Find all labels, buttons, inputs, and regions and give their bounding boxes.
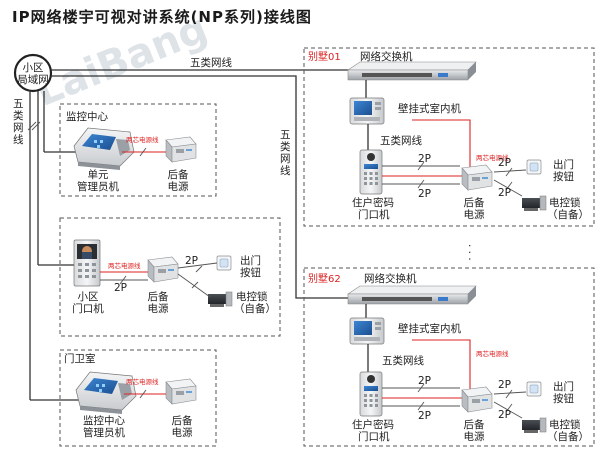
- lan-label-line2: 局域网: [17, 73, 49, 86]
- svg-text:管理员机: 管理员机: [83, 426, 125, 439]
- lan-circle: [13, 53, 53, 93]
- electric-lock-icon: [521, 417, 547, 434]
- svg-text:出门: 出门: [553, 380, 574, 393]
- svg-text:后备: 后备: [172, 414, 193, 427]
- svg-text:类: 类: [280, 140, 291, 153]
- svg-text:两芯电源线: 两芯电源线: [476, 153, 509, 162]
- network-switch-icon: [347, 285, 477, 305]
- password-doorphone-icon: [359, 371, 383, 417]
- svg-text:后备: 后备: [464, 196, 485, 209]
- villa-name: 别墅01: [308, 51, 341, 63]
- entrance-section: 两芯电源线 2P 2P 小区 门口机 后备 电源 出门 按钮 电控锁 （自备）: [59, 217, 281, 337]
- power-wire-label: 两芯电源线: [108, 261, 141, 270]
- electric-lock-icon: [521, 195, 547, 212]
- svg-text:五类网线: 五类网线: [382, 354, 424, 367]
- svg-text:电源: 电源: [168, 180, 189, 193]
- cable-label-top: 五类网线: [190, 56, 232, 69]
- svg-text:电控锁: 电控锁: [236, 290, 268, 303]
- svg-text:网: 网: [280, 153, 291, 165]
- svg-text:监控中心: 监控中心: [83, 414, 125, 427]
- svg-text:门口机: 门口机: [72, 302, 104, 315]
- svg-text:后备: 后备: [464, 418, 485, 431]
- svg-text:门口机: 门口机: [358, 208, 390, 221]
- svg-text:出门: 出门: [240, 254, 261, 267]
- svg-text:后备: 后备: [148, 290, 169, 303]
- svg-text:按钮: 按钮: [553, 392, 574, 405]
- svg-text:网: 网: [13, 122, 24, 134]
- svg-text:按钮: 按钮: [553, 170, 574, 183]
- svg-text:门口机: 门口机: [358, 430, 390, 443]
- svg-text:（自备）: （自备）: [234, 302, 276, 315]
- network-switch-icon: [347, 61, 477, 81]
- svg-text:2P: 2P: [498, 187, 511, 199]
- svg-text:电源: 电源: [172, 426, 193, 439]
- svg-text:（自备）: （自备）: [547, 430, 589, 443]
- svg-text:管理员机: 管理员机: [77, 180, 119, 193]
- diagram-title: IP网络楼宇可视对讲系统(NP系列)接线图: [12, 8, 312, 26]
- svg-text:住户密码: 住户密码: [352, 418, 394, 431]
- svg-text:五: 五: [13, 98, 24, 110]
- guard-room-title: 门卫室: [64, 352, 96, 365]
- svg-text:五类网线: 五类网线: [380, 134, 422, 147]
- backup-power-icon: [461, 164, 493, 191]
- svg-text:电源: 电源: [148, 302, 169, 315]
- indoor-monitor-icon: [349, 317, 385, 345]
- lan-label-line1: 小区: [23, 62, 44, 74]
- svg-text:单元: 单元: [88, 169, 109, 181]
- svg-text:电控锁: 电控锁: [549, 418, 581, 431]
- cable-label-left: 五 类 网 线: [13, 98, 24, 146]
- entrance-door-panel-icon: [73, 239, 101, 287]
- svg-text:（自备）: （自备）: [547, 208, 589, 221]
- svg-text:2P: 2P: [418, 188, 431, 200]
- svg-text:壁挂式室内机: 壁挂式室内机: [398, 102, 461, 115]
- power-wire-label: 两芯电源线: [126, 377, 159, 386]
- svg-text:2P: 2P: [114, 282, 127, 294]
- trunk-wiring: [13, 53, 355, 401]
- villa-name: 别墅62: [308, 273, 341, 285]
- svg-text:电源: 电源: [464, 430, 485, 443]
- backup-power-icon: [165, 378, 197, 405]
- svg-text:2P: 2P: [185, 255, 198, 267]
- monitor-center-section: 监控中心 两芯电源线 单元 管理员机 后备 电源: [59, 103, 217, 197]
- ellipsis: · · ·: [463, 244, 475, 261]
- svg-text:网络交换机: 网络交换机: [364, 272, 417, 285]
- svg-text:按钮: 按钮: [240, 266, 261, 279]
- exit-button-icon: [526, 381, 542, 397]
- svg-text:电源: 电源: [464, 208, 485, 221]
- svg-text:后备: 后备: [168, 168, 189, 181]
- svg-text:2P: 2P: [418, 410, 431, 422]
- password-doorphone-icon: [359, 149, 383, 195]
- guard-room-section: 门卫室 两芯电源线 监控中心 管理员机 后备 电源: [59, 349, 217, 447]
- svg-text:住户密码: 住户密码: [352, 196, 394, 209]
- svg-text:五: 五: [280, 129, 291, 141]
- svg-text:壁挂式室内机: 壁挂式室内机: [398, 322, 461, 335]
- svg-text:2P: 2P: [418, 153, 431, 165]
- villa-section-01: 别墅01 网络交换机 壁挂式室内机 五类网线 2P 两芯电源线 2P 2P 2P…: [303, 47, 595, 227]
- svg-text:类: 类: [13, 109, 24, 122]
- svg-text:2P: 2P: [418, 375, 431, 387]
- manager-unit-icon: [73, 127, 135, 171]
- backup-power-icon: [165, 136, 197, 163]
- svg-text:线: 线: [280, 164, 291, 177]
- svg-text:电控锁: 电控锁: [549, 196, 581, 209]
- villa-section-62: 别墅62 网络交换机 壁挂式室内机 五类网线 2P 两芯电源线 2P 2P 2P…: [303, 267, 595, 447]
- indoor-monitor-icon: [349, 97, 385, 125]
- svg-text:2P: 2P: [498, 409, 511, 421]
- svg-text:出门: 出门: [553, 158, 574, 171]
- exit-button-icon: [216, 255, 232, 271]
- svg-text:线: 线: [13, 133, 24, 146]
- svg-text:网络交换机: 网络交换机: [360, 50, 413, 63]
- power-wire-label: 两芯电源线: [126, 135, 159, 144]
- backup-power-icon: [461, 386, 493, 413]
- svg-text:2P: 2P: [498, 157, 511, 169]
- backup-power-icon: [147, 256, 179, 283]
- svg-text:2P: 2P: [498, 379, 511, 391]
- monitor-center-title: 监控中心: [66, 110, 108, 123]
- svg-text:两芯电源线: 两芯电源线: [476, 349, 509, 358]
- electric-lock-icon: [207, 291, 233, 308]
- cable-label-mid: 五 类 网 线: [280, 129, 291, 177]
- exit-button-icon: [526, 159, 542, 175]
- svg-text:小区: 小区: [78, 291, 99, 303]
